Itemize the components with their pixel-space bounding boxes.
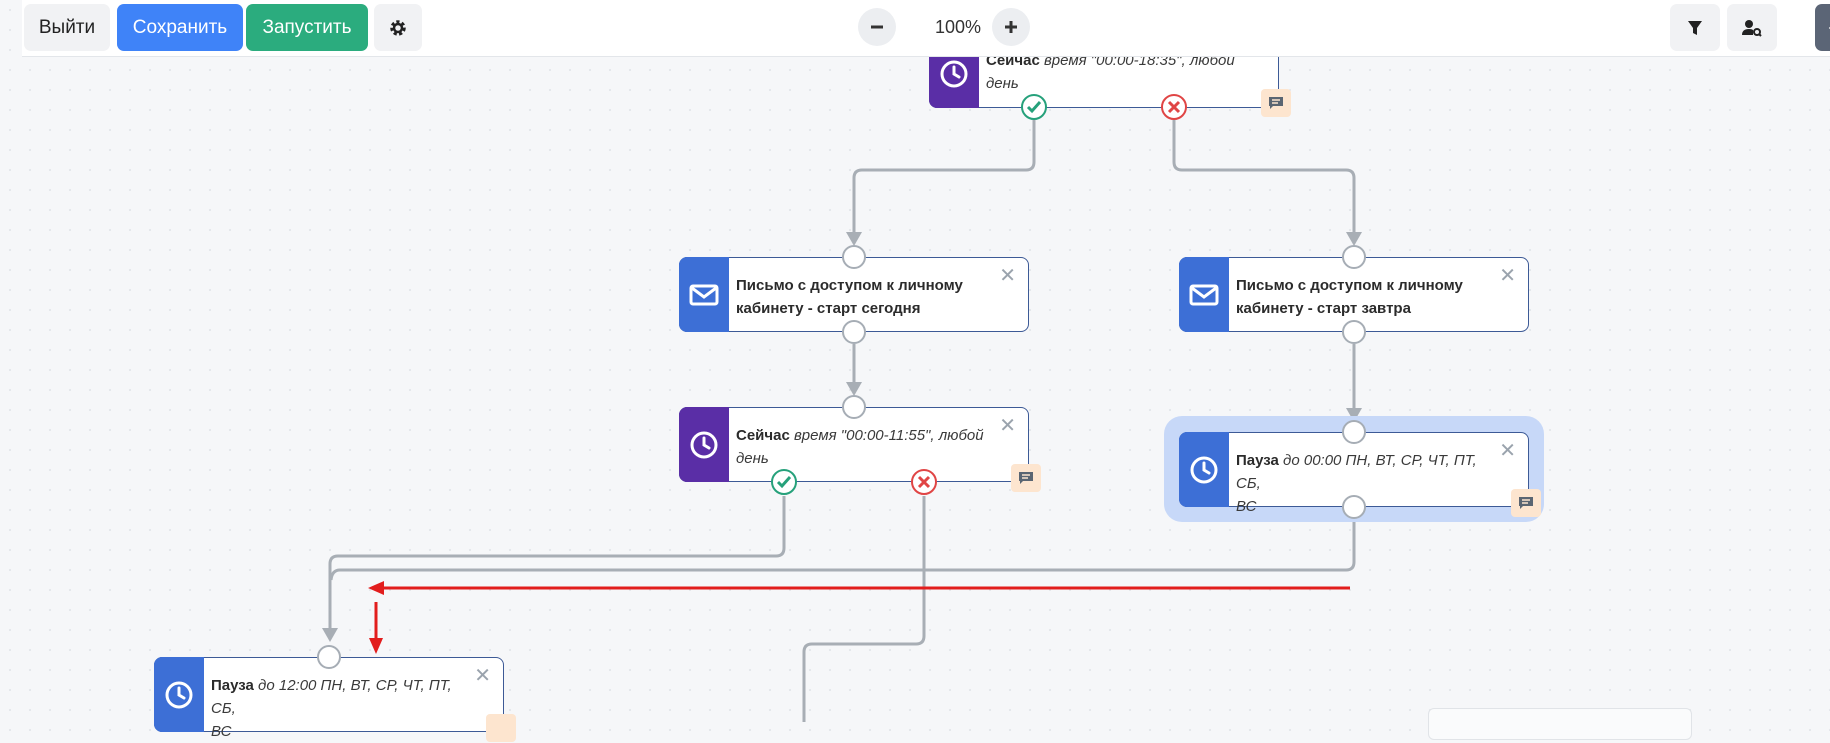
exit-button[interactable]: Выйти: [24, 4, 110, 51]
node-line1: Письмо с доступом к личному: [736, 277, 963, 294]
collapse-panel-button[interactable]: [1815, 4, 1830, 51]
node-strip: [154, 657, 204, 732]
filter-button[interactable]: [1670, 4, 1720, 51]
node-detail: до 00:00 ПН, ВТ, СР, ЧТ, ПТ, СБ,: [1236, 452, 1477, 492]
node-detail: время "00:00-11:55", любой: [793, 427, 984, 444]
port-input[interactable]: [317, 645, 341, 669]
comment-button[interactable]: [1011, 464, 1041, 492]
close-icon[interactable]: ✕: [999, 415, 1016, 437]
filter-icon: [1688, 20, 1702, 35]
node-line1: Письмо с доступом к личному: [1236, 277, 1463, 294]
gear-icon: [390, 19, 406, 36]
node-strip: [679, 257, 729, 332]
node-text: Письмо с доступом к личному кабинету - с…: [736, 274, 990, 320]
run-button[interactable]: Запустить: [246, 4, 368, 51]
check-icon: [776, 476, 792, 489]
arrow-left-icon: [1828, 26, 1830, 30]
port-input[interactable]: [842, 395, 866, 419]
zoom-out-button[interactable]: [858, 8, 896, 46]
port-input[interactable]: [1342, 420, 1366, 444]
wire-now-mid-no-down: [802, 496, 926, 722]
node-detail-cont: день: [986, 75, 1019, 92]
port-input[interactable]: [842, 245, 866, 269]
port-input[interactable]: [1342, 245, 1366, 269]
wire-top-ok-to-mail-today: [852, 120, 1036, 240]
comment-button[interactable]: [1261, 89, 1291, 117]
node-line2: кабинету - старт сегодня: [736, 300, 921, 317]
node-text: Сейчас время "00:00-11:55", любой день: [736, 424, 990, 470]
save-button[interactable]: Сохранить: [117, 4, 243, 51]
close-icon[interactable]: ✕: [474, 665, 491, 687]
close-icon[interactable]: ✕: [1499, 265, 1516, 287]
port-failure[interactable]: [1161, 94, 1187, 120]
node-detail-cont: ВС: [211, 723, 232, 740]
comment-icon: [1019, 472, 1033, 484]
node-detail: до 12:00 ПН, ВТ, СР, ЧТ, ПТ, СБ,: [211, 677, 452, 717]
node-line2: кабинету - старт завтра: [1236, 300, 1411, 317]
cross-icon: [917, 475, 931, 489]
node-text: Письмо с доступом к личному кабинету - с…: [1236, 274, 1490, 320]
clock-icon: [1190, 456, 1218, 483]
user-search-button[interactable]: [1727, 4, 1777, 51]
node-strip: [1179, 257, 1229, 332]
node-text: Пауза до 12:00 ПН, ВТ, СР, ЧТ, ПТ, СБ, В…: [211, 674, 465, 743]
port-output[interactable]: [1342, 320, 1366, 344]
node-title: Пауза: [1236, 452, 1279, 469]
minus-icon: [871, 25, 883, 29]
node-mail-today[interactable]: Письмо с доступом к личному кабинету - с…: [679, 257, 1029, 332]
minimap-panel[interactable]: [1428, 708, 1692, 740]
user-search-icon: [1742, 19, 1762, 37]
close-icon[interactable]: ✕: [1499, 440, 1516, 462]
wire-top-no-to-mail-tomorrow: [1172, 120, 1356, 240]
node-detail-cont: день: [736, 450, 769, 467]
plus-icon: [1005, 21, 1017, 33]
clock-icon: [690, 431, 718, 458]
envelope-icon: [689, 284, 719, 305]
port-failure[interactable]: [911, 469, 937, 495]
port-output[interactable]: [842, 320, 866, 344]
clock-icon: [940, 60, 968, 88]
check-icon: [1026, 101, 1042, 114]
connection-lines: [322, 120, 1362, 722]
zoom-level: 100%: [935, 17, 982, 37]
port-output[interactable]: [1342, 495, 1366, 519]
port-success[interactable]: [771, 469, 797, 495]
comment-icon: [1519, 497, 1533, 509]
cross-icon: [1167, 100, 1181, 114]
node-strip: [1179, 432, 1229, 507]
clock-icon: [165, 681, 193, 708]
close-icon[interactable]: ✕: [999, 265, 1016, 287]
annotation-arrows: [368, 581, 1350, 654]
node-strip: [679, 407, 729, 482]
node-title: Сейчас: [736, 427, 790, 444]
comment-button[interactable]: [486, 714, 516, 742]
comment-icon: [1269, 97, 1283, 109]
envelope-icon: [1189, 284, 1219, 305]
comment-button[interactable]: [1511, 489, 1541, 517]
wire-now-mid-ok-to-pause-bottom: [328, 496, 786, 636]
top-toolbar: Выйти Сохранить Запустить 100%: [22, 0, 1830, 57]
node-detail-cont: ВС: [1236, 498, 1257, 515]
node-title: Пауза: [211, 677, 254, 694]
node-mail-tomorrow[interactable]: Письмо с доступом к личному кабинету - с…: [1179, 257, 1529, 332]
port-success[interactable]: [1021, 94, 1047, 120]
node-text: Пауза до 00:00 ПН, ВТ, СР, ЧТ, ПТ, СБ, В…: [1236, 449, 1490, 518]
settings-button[interactable]: [374, 4, 422, 51]
zoom-in-button[interactable]: [992, 8, 1030, 46]
wire-pause-right-to-pause-bottom: [329, 520, 1356, 581]
